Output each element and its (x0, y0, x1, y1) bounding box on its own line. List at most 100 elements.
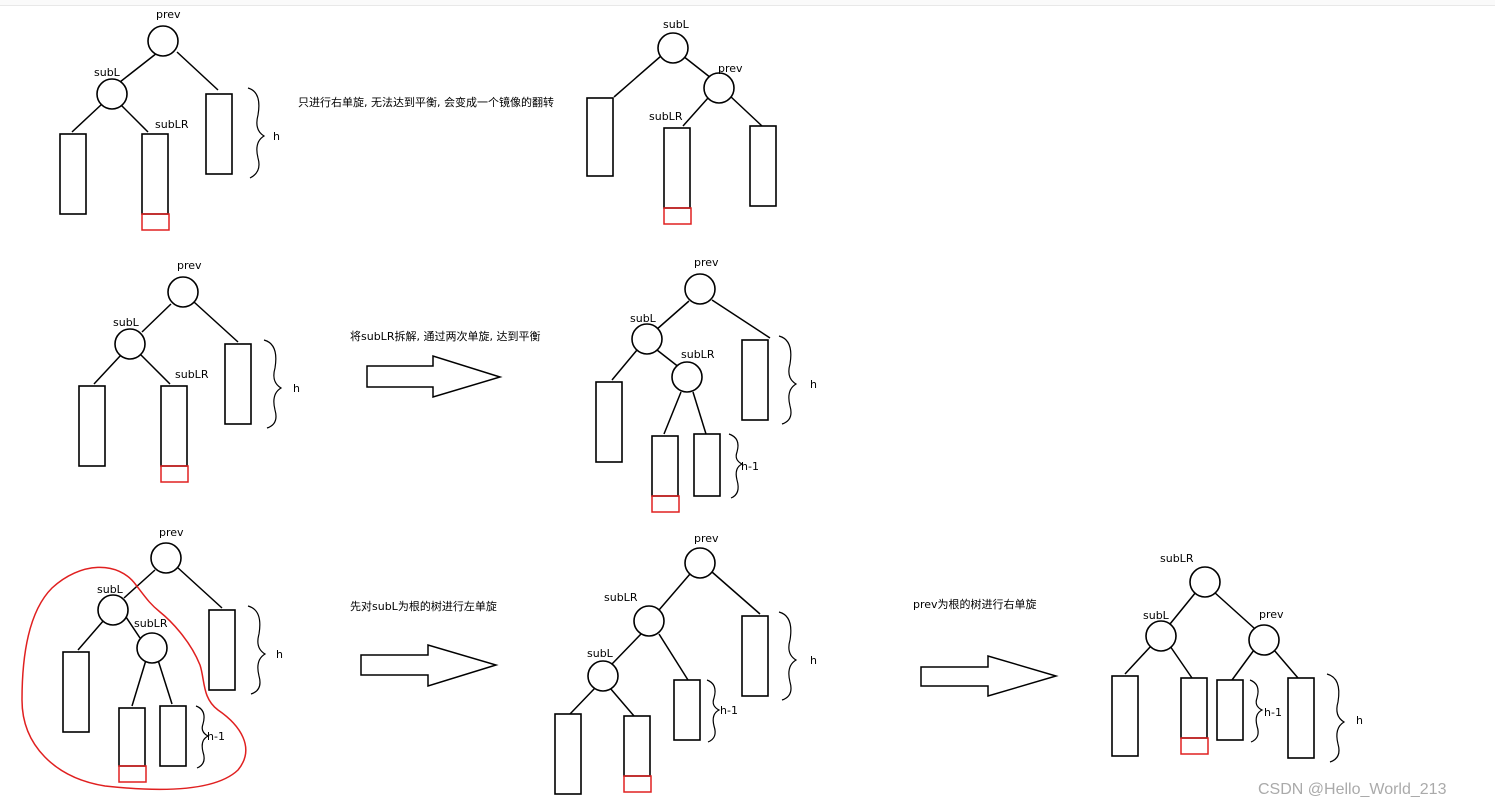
node-subLR (633, 605, 665, 637)
inserted-node-marker (118, 765, 147, 783)
row1-right-tree: subL prev subLR (586, 18, 777, 225)
label-h: h (1356, 714, 1363, 727)
subtree-box (749, 125, 777, 207)
subtree-box (1180, 677, 1208, 739)
row3-left-tree: prev subL subLR h-1 h (21, 526, 283, 791)
label-prev: prev (156, 8, 181, 21)
row2-left-tree: prev subL subLR h (78, 259, 300, 483)
label-subLR: subLR (1160, 552, 1194, 565)
height-brace (778, 611, 798, 701)
label-h: h (810, 654, 817, 667)
label-subL: subL (97, 583, 124, 596)
subtree-box (741, 615, 769, 697)
label-subLR: subLR (604, 591, 638, 604)
arrow-right (360, 643, 499, 688)
subtree-box (141, 133, 169, 215)
node-prev (684, 273, 716, 305)
inserted-node-marker (623, 775, 652, 793)
caption-row3-step1: 先对subL为根的树进行左单旋 (350, 599, 497, 613)
label-subL: subL (94, 66, 121, 79)
node-subL (97, 594, 129, 626)
subtree-box (159, 705, 187, 767)
node-subL (96, 78, 128, 110)
node-subL (114, 328, 146, 360)
node-subLR (1189, 566, 1221, 598)
label-prev: prev (1259, 608, 1284, 621)
subtree-box (208, 609, 236, 691)
subtree-box (205, 93, 233, 175)
label-prev: prev (694, 532, 719, 545)
label-h-1: h-1 (720, 704, 738, 717)
row3-right-tree: subLR subL prev h-1 h (1111, 552, 1363, 763)
node-subL (631, 323, 663, 355)
subtree-box (1111, 675, 1139, 757)
label-subL: subL (113, 316, 140, 329)
caption-row3-step2: prev为根的树进行右单旋 (913, 597, 1037, 611)
node-prev (684, 547, 716, 579)
node-prev (703, 72, 735, 104)
subtree-box (693, 433, 721, 497)
caption-row2: 将subLR拆解, 通过两次单旋, 达到平衡 (350, 329, 540, 343)
node-subL (1145, 620, 1177, 652)
node-subLR (136, 632, 168, 664)
label-h: h (810, 378, 817, 391)
label-h-1: h-1 (207, 730, 225, 743)
subtree-box (118, 707, 146, 767)
inserted-node-marker (141, 213, 170, 231)
height-brace (247, 87, 266, 179)
inserted-node-marker (160, 465, 189, 483)
subtree-box (595, 381, 623, 463)
label-subLR: subLR (134, 617, 168, 630)
label-h: h (273, 130, 280, 143)
subtree-box (62, 651, 90, 733)
height-brace (1249, 679, 1264, 743)
node-prev (167, 276, 199, 308)
label-subL: subL (587, 647, 614, 660)
row1-left-tree: prev subL subLR h (59, 8, 280, 231)
subtree-box (554, 713, 582, 795)
node-subLR (671, 361, 703, 393)
subtree-box (1216, 679, 1244, 741)
node-subL (587, 660, 619, 692)
label-h: h (293, 382, 300, 395)
subtree-selection-outline (21, 566, 247, 791)
label-prev: prev (159, 526, 184, 539)
subtree-box (160, 385, 188, 467)
node-prev (147, 25, 179, 57)
height-brace (1326, 673, 1346, 763)
subtree-box (663, 127, 691, 209)
label-h-1: h-1 (1264, 706, 1282, 719)
height-brace (728, 433, 744, 499)
node-prev (150, 542, 182, 574)
arrow-right (366, 354, 503, 399)
row3-middle-tree: prev subLR subL h-1 h (554, 532, 817, 795)
arrow-right (920, 654, 1059, 698)
caption-row1: 只进行右单旋, 无法达到平衡, 会变成一个镜像的翻转 (298, 95, 554, 109)
height-brace (778, 335, 798, 425)
height-brace (247, 605, 267, 695)
node-subL (657, 32, 689, 64)
watermark: CSDN @Hello_World_213 (1258, 781, 1447, 798)
subtree-box (741, 339, 769, 421)
row2-right-tree: prev subL subLR h-1 h (595, 256, 817, 513)
label-subLR: subLR (649, 110, 683, 123)
inserted-node-marker (651, 495, 680, 513)
subtree-box (78, 385, 106, 467)
label-subL: subL (1143, 609, 1170, 622)
subtree-box (1287, 677, 1315, 759)
label-subLR: subLR (681, 348, 715, 361)
subtree-box (224, 343, 252, 425)
subtree-box (623, 715, 651, 777)
top-border (0, 0, 1495, 6)
subtree-box (673, 679, 701, 741)
label-prev: prev (694, 256, 719, 269)
height-brace (195, 705, 210, 769)
label-subL: subL (663, 18, 690, 31)
inserted-node-marker (663, 207, 692, 225)
subtree-box (651, 435, 679, 497)
label-prev: prev (177, 259, 202, 272)
subtree-box (586, 97, 614, 177)
node-prev (1248, 624, 1280, 656)
subtree-box (59, 133, 87, 215)
